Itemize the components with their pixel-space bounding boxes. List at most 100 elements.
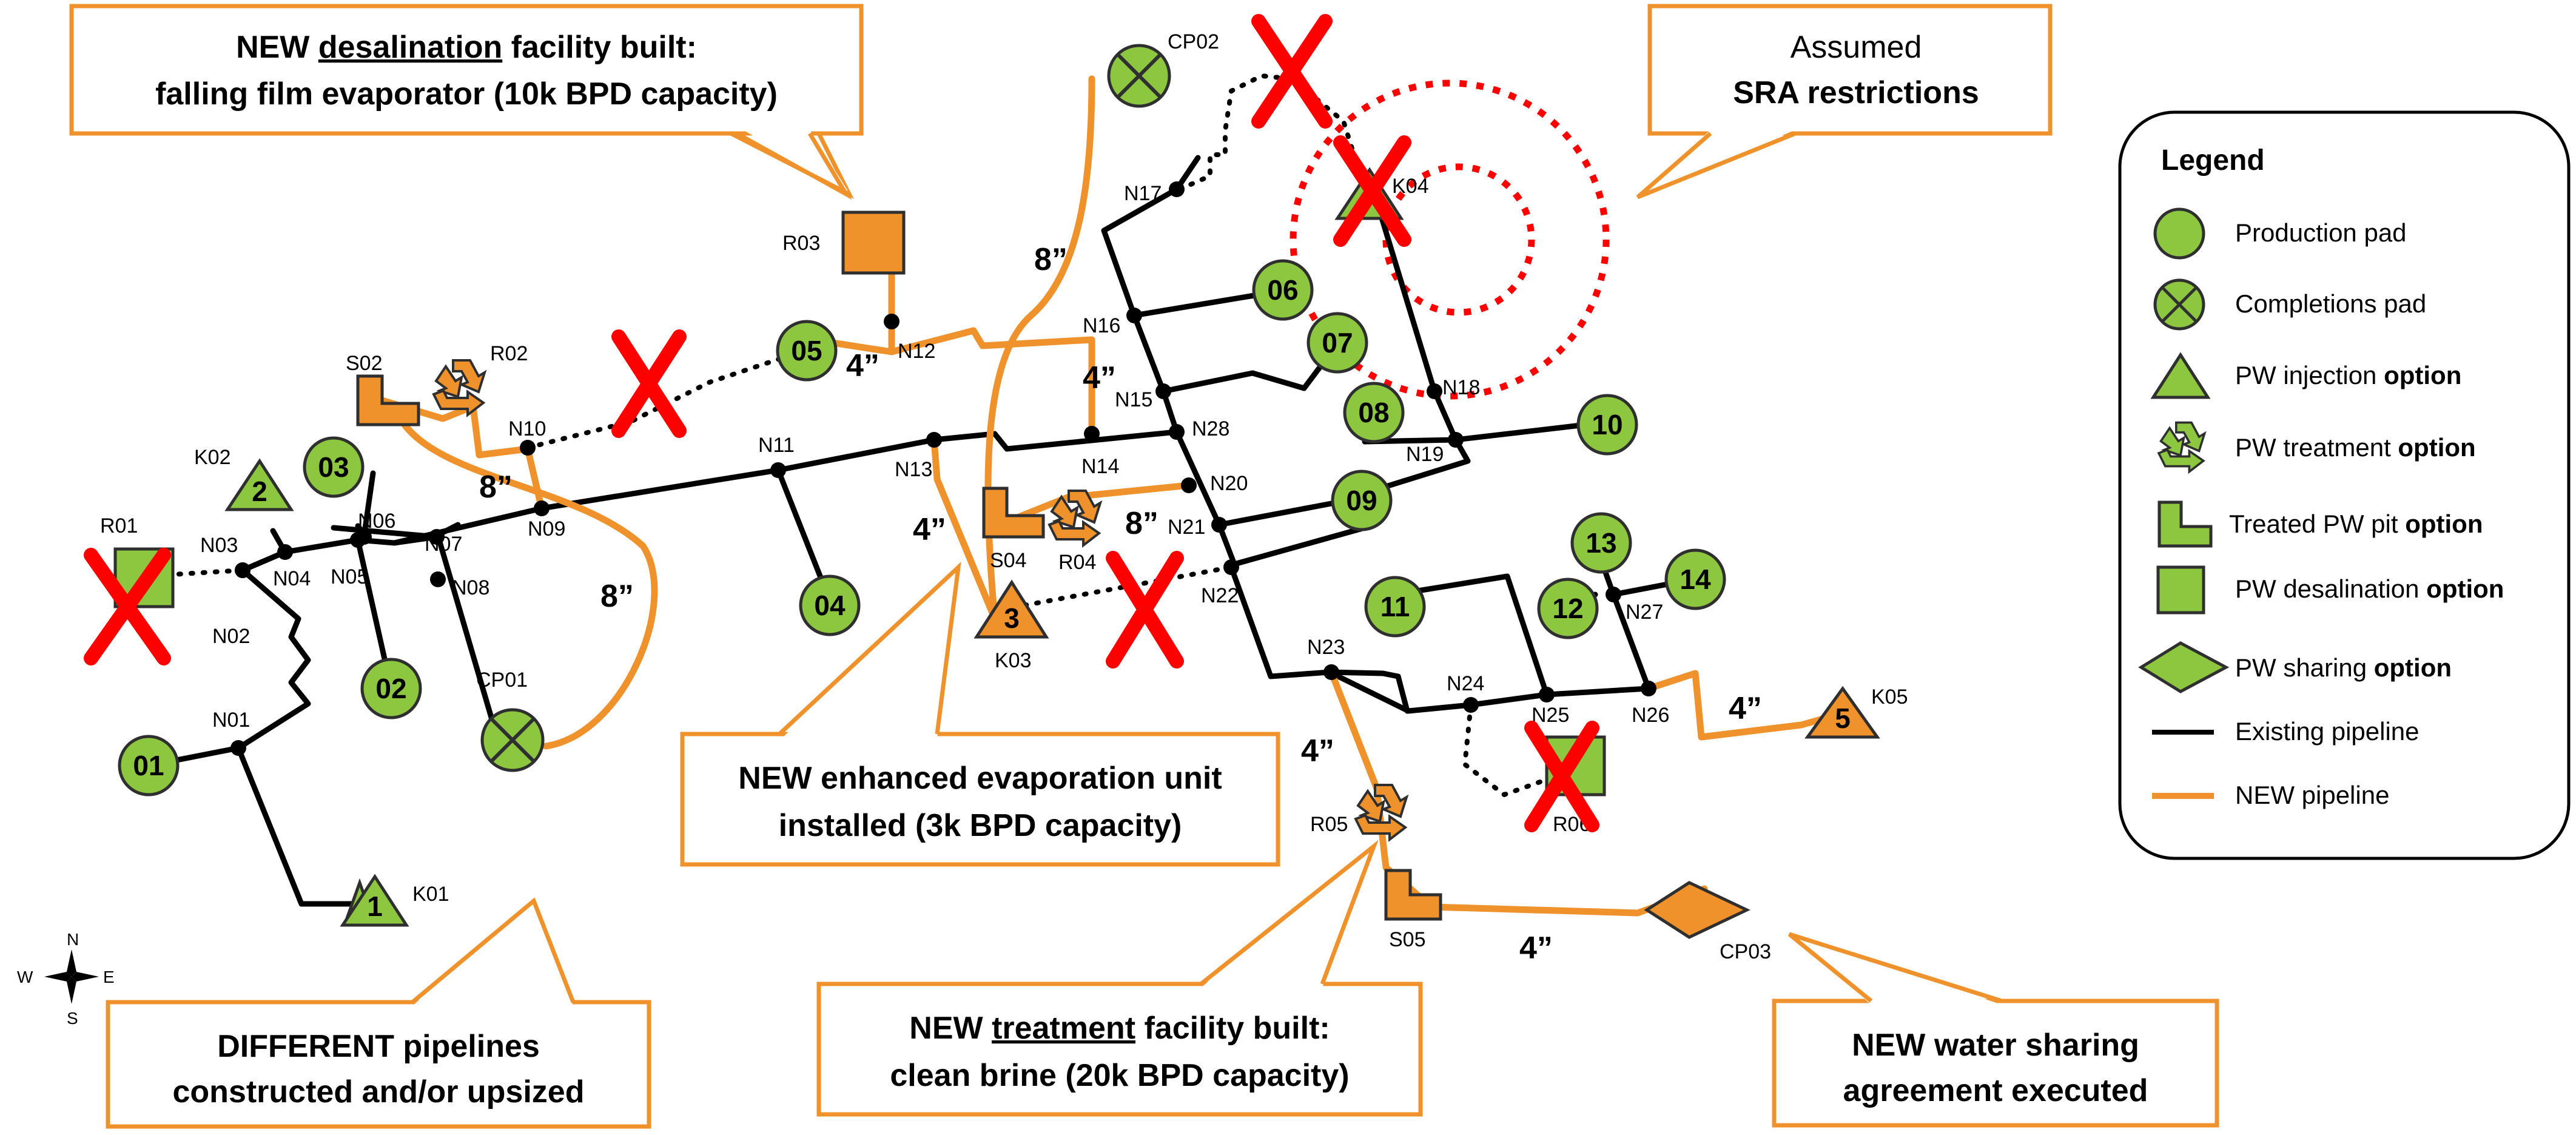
junction-label-N01: N01 bbox=[212, 709, 250, 732]
junction-N14 bbox=[1084, 426, 1100, 442]
compass-s: S bbox=[67, 1009, 78, 1028]
junction-N01 bbox=[230, 740, 246, 756]
compass-w: W bbox=[17, 968, 33, 986]
sharing-diamond-icon bbox=[2138, 641, 2230, 693]
junction-label-N27: N27 bbox=[1626, 601, 1663, 624]
injection-K05[interactable] bbox=[1804, 685, 1880, 739]
production-pads: 01 02 03 04 05 06 07 08 09 10 11 12 13 1… bbox=[118, 259, 1726, 797]
junction-label-N13: N13 bbox=[895, 458, 932, 481]
injection-K02[interactable] bbox=[224, 458, 294, 511]
legend-item-label: PW treatment option bbox=[2235, 433, 2476, 462]
junction-N06 bbox=[356, 529, 372, 545]
production-pad-07[interactable] bbox=[1306, 312, 1368, 374]
production-pad-14[interactable] bbox=[1664, 548, 1726, 610]
production-pad-10[interactable] bbox=[1576, 394, 1638, 456]
injection-label-K03: K03 bbox=[995, 649, 1032, 672]
callout-sra: Assumed SRA restrictions bbox=[1636, 4, 2053, 200]
injection-K01-shape bbox=[340, 874, 409, 927]
pipe-size-labels: 8” 8” 4” 4” 8” 4” 8” 4” 4” 4” bbox=[479, 242, 1762, 966]
callout-evap-line1: NEW enhanced evaporation unit bbox=[738, 761, 1222, 796]
injection-label-K02: K02 bbox=[194, 446, 231, 469]
production-pad-01[interactable] bbox=[118, 735, 180, 797]
production-pad-09[interactable] bbox=[1331, 470, 1393, 531]
desalination-R03[interactable] bbox=[841, 210, 906, 275]
pipe-size-label: 4” bbox=[846, 348, 879, 383]
production-pad-08[interactable] bbox=[1343, 382, 1405, 443]
sharing-CP03[interactable] bbox=[1644, 881, 1750, 939]
pipe-size-label: 8” bbox=[479, 470, 513, 505]
pad-label-12: 12 bbox=[1552, 593, 1583, 624]
junction-N07 bbox=[429, 529, 445, 545]
production-pad-02[interactable] bbox=[360, 658, 422, 719]
removed-x-mark bbox=[1106, 551, 1184, 669]
callout-desal-underlined: desalination bbox=[318, 30, 502, 65]
completions-label-CP02: CP02 bbox=[1168, 30, 1219, 53]
junction-N18 bbox=[1427, 383, 1442, 399]
pit-label-S02: S02 bbox=[346, 352, 383, 375]
production-pad-03[interactable] bbox=[303, 436, 365, 498]
production-pad-06[interactable] bbox=[1252, 259, 1314, 321]
legend-item-label: Treated PW pit option bbox=[2229, 510, 2483, 538]
desalination-label-R01: R01 bbox=[100, 514, 138, 537]
completions-pad-CP02[interactable] bbox=[1107, 44, 1171, 108]
production-pad-05[interactable] bbox=[776, 320, 838, 382]
pad-label-14: 14 bbox=[1680, 564, 1711, 595]
production-pad-12[interactable] bbox=[1537, 578, 1599, 639]
junction-N15 bbox=[1155, 383, 1171, 399]
pit-label-S05: S05 bbox=[1389, 928, 1426, 951]
callout-treatment-suffix: facility built: bbox=[1135, 1011, 1330, 1046]
pit-S05[interactable] bbox=[1384, 869, 1442, 921]
pad-label-06: 06 bbox=[1267, 274, 1298, 306]
callout-desal-suffix: facility built: bbox=[502, 30, 697, 65]
callout-pipelines: DIFFERENT pipelines constructed and/or u… bbox=[106, 897, 651, 1129]
callout-treatment-prefix: NEW bbox=[909, 1011, 992, 1046]
junction-N25 bbox=[1539, 687, 1555, 702]
injection-number-3: 3 bbox=[1004, 602, 1020, 634]
junction-N11 bbox=[770, 462, 786, 478]
sra-inner-circle bbox=[1382, 163, 1535, 316]
injection-number-5: 5 bbox=[1835, 702, 1851, 734]
pad-label-04: 04 bbox=[814, 590, 846, 621]
pit-options: S02 S04 S05 bbox=[346, 352, 1442, 951]
pit-S02[interactable] bbox=[356, 374, 420, 426]
injection-number-1: 1 bbox=[367, 891, 383, 922]
injection-K03[interactable] bbox=[974, 579, 1049, 639]
production-pad-13[interactable] bbox=[1570, 512, 1632, 574]
pipe-size-label: 4” bbox=[1083, 360, 1116, 396]
junction-label-N20: N20 bbox=[1210, 472, 1248, 495]
production-pad-11[interactable] bbox=[1364, 576, 1426, 638]
junction-label-N08: N08 bbox=[452, 576, 489, 599]
legend-item-label: PW desalination option bbox=[2235, 574, 2504, 603]
sharing-label-CP03: CP03 bbox=[1720, 940, 1771, 963]
completions-pad-CP01[interactable] bbox=[480, 708, 545, 772]
pit-label-S04: S04 bbox=[990, 549, 1027, 572]
production-pad-04[interactable] bbox=[799, 574, 861, 636]
desalination-label-R03: R03 bbox=[782, 232, 820, 255]
callout-treatment-underlined: treatment bbox=[992, 1011, 1135, 1046]
injection-number-2: 2 bbox=[252, 476, 267, 507]
junction-label-N06: N06 bbox=[358, 510, 395, 533]
callout-evaporation: NEW enhanced evaporation unit installed … bbox=[680, 561, 1280, 867]
treatment-R02[interactable] bbox=[432, 359, 486, 416]
pad-label-01: 01 bbox=[133, 750, 164, 781]
callout-pipelines-line1: DIFFERENT pipelines bbox=[217, 1029, 540, 1064]
injection-label-K04: K04 bbox=[1392, 175, 1429, 198]
pad-label-05: 05 bbox=[791, 335, 822, 366]
callout-sharing-line2: agreement executed bbox=[1843, 1073, 2148, 1108]
removed-x-mark bbox=[611, 329, 687, 438]
junction-label-N18: N18 bbox=[1442, 376, 1480, 399]
legend-item-label: PW injection option bbox=[2235, 361, 2461, 389]
treatment-R05[interactable] bbox=[1354, 784, 1408, 841]
completions-pad-icon bbox=[2153, 278, 2205, 331]
junction-N26 bbox=[1641, 681, 1656, 696]
callout-desal-prefix: NEW bbox=[236, 30, 318, 65]
treatment-label-R05: R05 bbox=[1310, 813, 1348, 836]
callout-sra-line1: Assumed bbox=[1791, 30, 1922, 65]
junction-N27 bbox=[1606, 587, 1621, 602]
svg-text:NEW desalination facility buil: NEW desalination facility built: bbox=[236, 30, 697, 65]
pit-S04[interactable] bbox=[982, 487, 1045, 539]
junction-label-N09: N09 bbox=[528, 517, 565, 541]
junction-label-N15: N15 bbox=[1115, 388, 1152, 411]
legend-item-label: Production pad bbox=[2235, 218, 2407, 247]
